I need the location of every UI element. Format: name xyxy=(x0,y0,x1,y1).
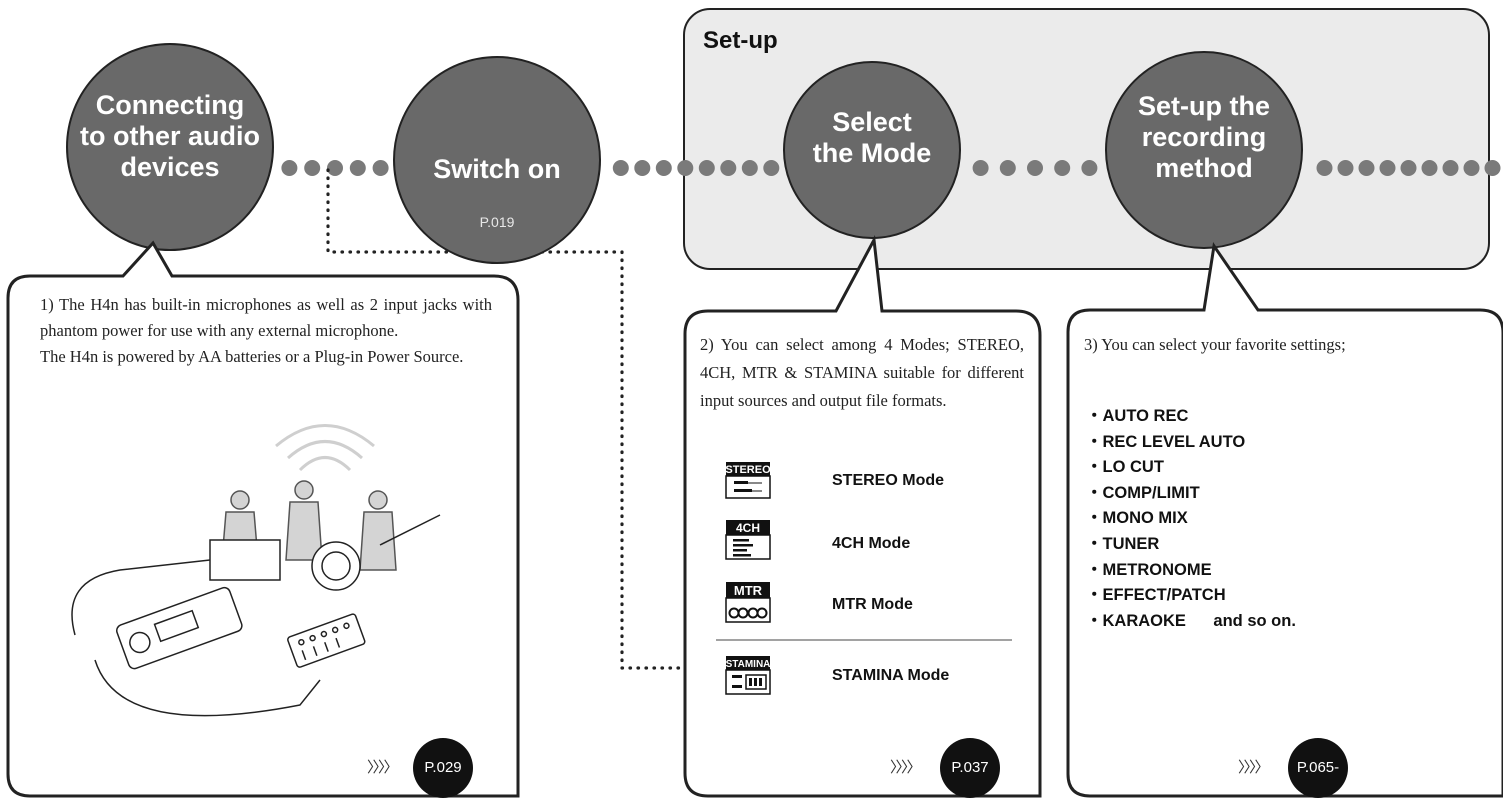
connector-dot xyxy=(327,160,343,176)
setting-item: ・KARAOKE and so on. xyxy=(1086,611,1296,630)
callout-1-paragraph-1: 1) The H4n has built-in microphones as w… xyxy=(40,295,492,340)
connector-dot xyxy=(698,160,715,176)
svg-text:STAMINA: STAMINA xyxy=(726,659,771,670)
stereo-mode-icon: STEREO xyxy=(725,462,771,499)
step-circle-select-mode xyxy=(783,61,961,239)
setup-group-title: Set-up xyxy=(703,27,778,54)
connector-dot xyxy=(1463,160,1480,176)
setting-item: ・TUNER xyxy=(1086,534,1160,553)
flow-connector-dots xyxy=(281,160,1501,176)
page-ref-arrows-1: 〉〉〉〉 xyxy=(367,758,398,776)
connector-dot xyxy=(612,160,629,176)
connector-dot xyxy=(1027,160,1043,176)
step-label-setup-recording: Set-up the recording method xyxy=(1138,91,1270,183)
mode-label-stamina: STAMINA Mode xyxy=(832,667,950,684)
mode-label-4ch: 4CH Mode xyxy=(832,535,911,552)
connector-dot xyxy=(349,160,366,176)
mode-label-stereo: STEREO Mode xyxy=(832,472,945,489)
connector-dot xyxy=(972,160,989,176)
connector-dot xyxy=(281,160,298,176)
callout-box-3 xyxy=(1066,242,1503,798)
connector-dot xyxy=(304,160,321,176)
connector-dot xyxy=(741,160,758,176)
connector-dot xyxy=(999,160,1016,176)
setting-item: ・COMP/LIMIT xyxy=(1086,483,1200,502)
band-recording-illustration xyxy=(71,424,441,717)
step-circle-setup-recording xyxy=(1105,51,1303,249)
4ch-mode-icon: 4CH xyxy=(725,520,771,560)
setting-item: ・MONO MIX xyxy=(1086,509,1188,528)
step-label-connecting: Connecting to other audio devices xyxy=(80,90,260,182)
setting-item: ・METRONOME xyxy=(1086,560,1212,579)
connector-dot xyxy=(1379,160,1396,176)
callout-3-text: 3) You can select your favorite settings… xyxy=(1084,335,1346,354)
setting-item: ・REC LEVEL AUTO xyxy=(1086,432,1246,451)
connector-dot xyxy=(1054,160,1071,176)
page-ref-arrows-3: 〉〉〉〉 xyxy=(1238,758,1269,776)
page-ref-badge-2: P.037 xyxy=(940,738,1000,798)
page-ref-arrows-2: 〉〉〉〉 xyxy=(890,758,921,776)
setting-item: ・LO CUT xyxy=(1086,458,1164,477)
stamina-mode-icon: STAMINA xyxy=(725,656,771,695)
page-ref-badge-1: P.029 xyxy=(413,738,473,798)
page-ref-badge-3: P.065- xyxy=(1288,738,1348,798)
connector-dot xyxy=(1358,160,1375,176)
svg-text:4CH: 4CH xyxy=(736,521,760,535)
callout-1-paragraph-2: The H4n is powered by AA batteries or a … xyxy=(40,347,464,366)
setting-item: ・EFFECT/PATCH xyxy=(1086,586,1226,605)
settings-list: ・AUTO REC ・REC LEVEL AUTO ・LO CUT ・COMP/LIM… xyxy=(1086,404,1296,634)
connector-dot xyxy=(1400,160,1417,176)
connector-dot xyxy=(372,160,389,176)
step-circle-connecting xyxy=(66,43,274,251)
connector-dot xyxy=(1337,160,1354,176)
connector-dot xyxy=(655,160,672,176)
step-page-switch-on: P.019 xyxy=(479,214,515,230)
connector-dot xyxy=(763,160,780,176)
connector-dot xyxy=(1081,160,1098,176)
connector-dot xyxy=(1421,160,1438,176)
callout-box-2 xyxy=(683,235,1042,798)
svg-text:STEREO: STEREO xyxy=(725,464,771,476)
mtr-mode-icon: MTR xyxy=(725,582,771,623)
setting-item: ・AUTO REC xyxy=(1086,407,1189,425)
mode-label-mtr: MTR Mode xyxy=(832,596,913,613)
step-circle-switch-on xyxy=(393,56,601,264)
connector-dot xyxy=(1316,160,1333,176)
connector-dot xyxy=(720,160,737,176)
svg-text:MTR: MTR xyxy=(734,583,763,598)
callout-1-text: 1) The H4n has built-in microphones as w… xyxy=(40,292,492,370)
step-label-switch-on: Switch on xyxy=(433,154,561,184)
connector-dot xyxy=(677,160,694,176)
connector-dot xyxy=(1442,160,1459,176)
callout-2-text: 2) You can select among 4 Modes; STEREO,… xyxy=(700,335,1024,410)
connector-dot xyxy=(1484,160,1501,176)
dotted-link-line xyxy=(326,168,686,670)
step-label-select-mode: Select the Mode xyxy=(812,107,932,168)
connector-dot xyxy=(634,160,651,176)
